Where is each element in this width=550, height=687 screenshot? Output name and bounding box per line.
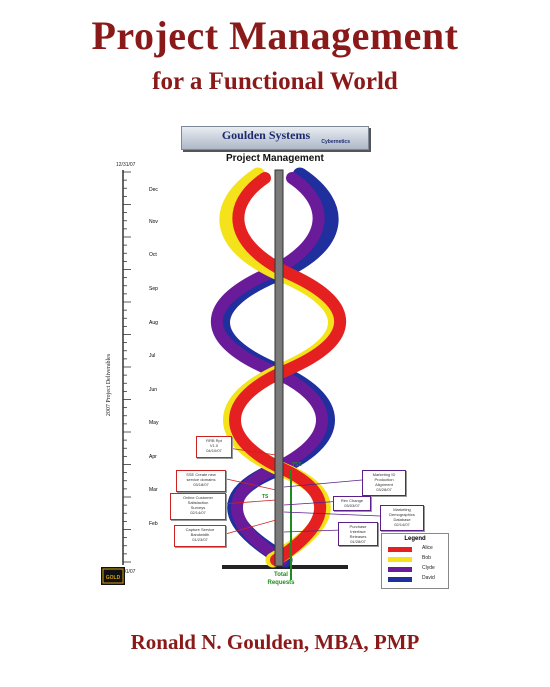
legend-item: Alice (388, 545, 444, 554)
month-label: Mar (149, 487, 158, 493)
legend-swatch (388, 577, 412, 582)
deliverable-text: Capture Service Bandwidth 01/23/07 (185, 527, 215, 542)
legend-label: Alice (422, 545, 433, 551)
timeline-axis: 12/31/07 01/01/07 2007 Project Deliverab… (106, 162, 136, 575)
publisher-logo: GOLD (101, 567, 125, 585)
month-label: Dec (149, 187, 158, 193)
brand-name: Goulden Systems (221, 128, 311, 142)
legend-item: Bob (388, 555, 444, 564)
legend-label: Bob (422, 555, 431, 561)
deliverable-text: Rev Change 03/03/07 (340, 498, 364, 508)
deliverable-box: Purchase Interface Releases 01/28/07 (338, 522, 378, 546)
month-label: Sep (149, 286, 158, 292)
brand-banner: Goulden Systems Cybernetics (181, 126, 369, 150)
month-label: Nov (149, 219, 158, 225)
logo-text: GOLD (106, 575, 121, 581)
ribbon-red (229, 172, 347, 566)
month-label: Apr (149, 454, 157, 460)
legend-label: Clyde (422, 565, 435, 571)
deliverable-text: Online Customer Satisfaction Surveys 02/… (182, 495, 213, 515)
date-bottom-label: 01/01/07 (116, 569, 136, 575)
connector-lines (221, 447, 381, 536)
legend: Legend Alice Bob Clyde David (381, 533, 449, 589)
deliverable-box: Capture Service Bandwidth 01/23/07 (174, 525, 226, 547)
deliverable-box: Marketing ID Production Alignment 03/28/… (362, 470, 406, 496)
legend-item: Clyde (388, 565, 444, 574)
deliverable-text: Marketing Demographics Database 02/14/07 (389, 507, 415, 527)
deliverable-box: Online Customer Satisfaction Surveys 02/… (170, 493, 226, 520)
deliverable-box: Rev Change 03/03/07 (333, 496, 371, 511)
deliverable-text: RRB Rpt V1.0 04/10/07 (206, 438, 222, 453)
base-label-total: Total (274, 572, 288, 578)
month-label: Jul (149, 353, 155, 359)
deliverable-box: SSE Create new service domains 03/18/07 (176, 470, 226, 492)
date-top-label: 12/31/07 (116, 162, 136, 168)
axis-label: 2007 Project Deliverables (106, 353, 112, 416)
deliverable-box: Marketing Demographics Database 02/14/07 (380, 505, 424, 531)
month-labels: Dec Nov Oct Sep Aug Jul Jun May Apr Mar … (149, 187, 159, 527)
month-label: Aug (149, 320, 158, 326)
base-label-requests: Requests (267, 580, 295, 586)
figure-title: Project Management (226, 153, 324, 164)
deliverable-text: Purchase Interface Releases 01/28/07 (349, 524, 367, 544)
deliverable-box: RRB Rpt V1.0 04/10/07 (196, 436, 232, 458)
author-name: Ronald N. Goulden, MBA, PMP (130, 630, 420, 654)
legend-swatch (388, 557, 412, 562)
deliverable-text: SSE Create new service domains 03/18/07 (186, 472, 216, 487)
month-label: Jun (149, 387, 157, 393)
center-pole (274, 169, 284, 567)
center-label-mid: TS (262, 494, 269, 500)
month-label: Feb (149, 521, 158, 527)
month-label: Oct (149, 252, 157, 258)
legend-swatch (388, 567, 412, 572)
brand-tagline: Cybernetics (321, 139, 350, 145)
book-subtitle: for a Functional World (152, 68, 398, 95)
legend-title: Legend (404, 536, 426, 542)
book-title: Project Management (91, 13, 459, 58)
center-label-top: TSS (292, 462, 302, 468)
month-label: May (149, 420, 159, 426)
legend-label: David (422, 575, 435, 581)
legend-item: David (388, 575, 444, 584)
legend-swatch (388, 547, 412, 552)
deliverable-text: Marketing ID Production Alignment 03/28/… (372, 472, 396, 492)
